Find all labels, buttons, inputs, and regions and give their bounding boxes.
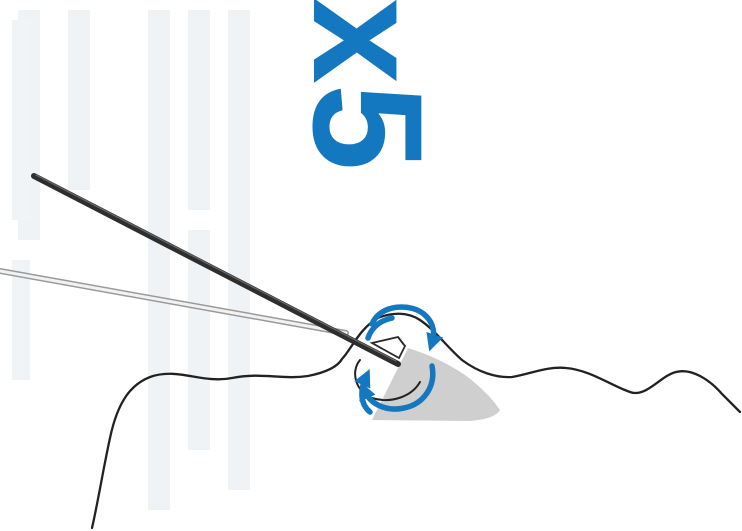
main-instrument — [34, 175, 398, 364]
background-ghost-text — [12, 10, 250, 510]
secondary-instrument — [0, 271, 346, 333]
multiplier-label: x5 — [280, 0, 454, 171]
